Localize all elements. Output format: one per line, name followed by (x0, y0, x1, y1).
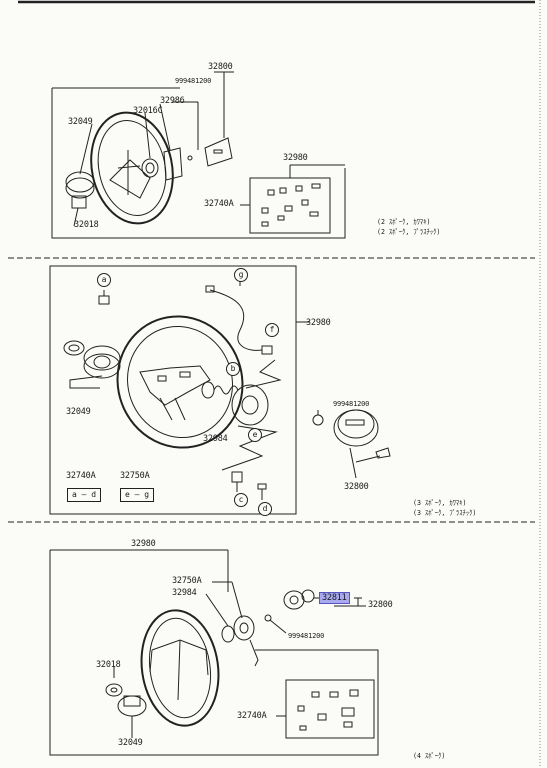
label-999481200-s1: 999481200 (175, 77, 212, 85)
label-999481200-s3: 999481200 (288, 632, 325, 640)
label-32984-s2: 32984 (203, 434, 228, 444)
label-32049-s3: 32049 (118, 738, 143, 748)
label-32800-s3: 32800 (368, 600, 393, 610)
label-32049-s2: 32049 (66, 407, 91, 417)
label-32740a-s3: 32740A (237, 711, 267, 721)
label-32980-s1: 32980 (283, 153, 308, 163)
section2-drawing (49, 265, 391, 515)
callout-e: e (248, 428, 262, 442)
section3-drawing (49, 549, 379, 756)
callout-c: c (234, 493, 248, 507)
callout-b: b (226, 362, 240, 376)
note-s1-line1: (2 ｽﾎﾟｰｸ, ｶﾜﾏｷ) (377, 218, 431, 226)
label-32800-s2: 32800 (344, 482, 369, 492)
section1-drawing (51, 71, 346, 239)
label-32018-s1: 32018 (74, 220, 99, 230)
note-s1-line2: (2 ｽﾎﾟｰｸ, ﾌﾟﾗｽﾁｯｸ) (377, 228, 441, 236)
label-32980-s3: 32980 (131, 539, 156, 549)
label-32750a-s2: 32750A (120, 471, 150, 481)
callout-d: d (258, 502, 272, 516)
label-32986-s1: 32986 (160, 96, 185, 106)
range-box-a-d: a — d (67, 488, 102, 502)
label-32740a-s2: 32740A (66, 471, 96, 481)
label-32811-highlighted[interactable]: 32811 (319, 592, 350, 604)
range-box-e-g: e — g (120, 488, 155, 502)
note-s3-line1: (4 ｽﾎﾟｰｸ) (413, 752, 446, 760)
label-32740a-s1: 32740A (204, 199, 234, 209)
callout-g: g (234, 268, 248, 282)
label-32049-s1: 32049 (68, 117, 93, 127)
note-s2-line2: (3 ｽﾎﾟｰｸ, ﾌﾟﾗｽﾁｯｸ) (413, 509, 477, 517)
label-32750a-s3: 32750A (172, 576, 202, 586)
label-32800-s1: 32800 (208, 62, 233, 72)
label-32016c-s1: 32016C (133, 106, 163, 116)
callout-f: f (265, 323, 279, 337)
label-999481200-s2: 999481200 (333, 400, 370, 408)
label-32980-s2: 32980 (306, 318, 331, 328)
note-s2-line1: (3 ｽﾎﾟｰｸ, ｶﾜﾏｷ) (413, 499, 467, 507)
label-32984-s3: 32984 (172, 588, 197, 598)
label-32018-s3: 32018 (96, 660, 121, 670)
callout-a: a (97, 273, 111, 287)
